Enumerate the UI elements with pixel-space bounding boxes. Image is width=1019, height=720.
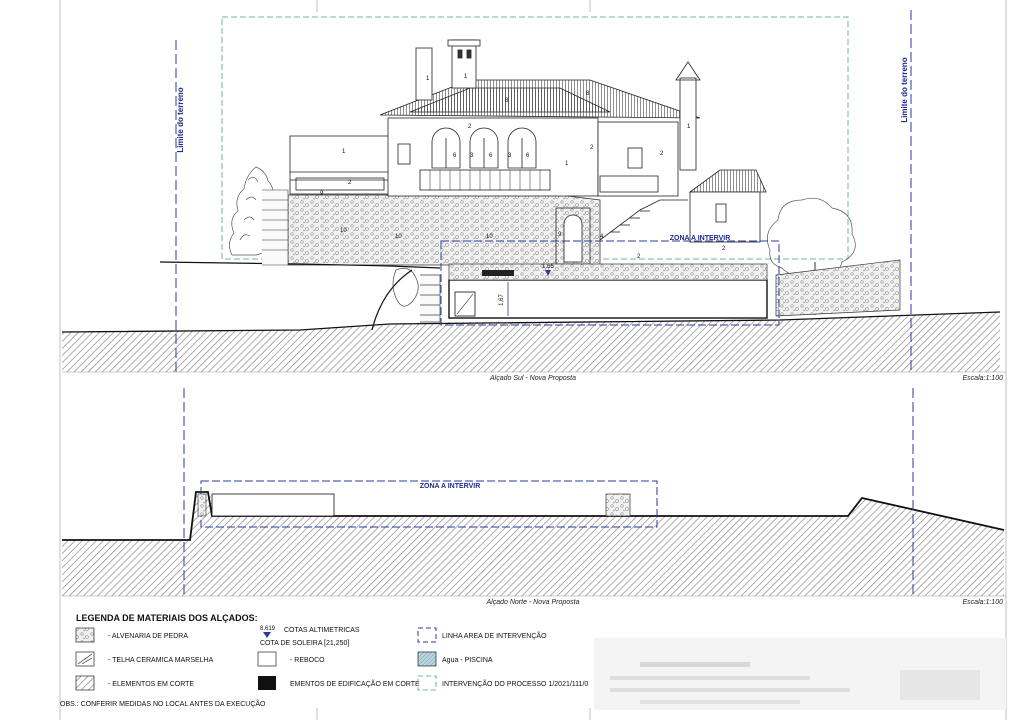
title-block-blurred (594, 638, 1006, 710)
pool-blue-zone (440, 240, 780, 326)
svg-text:9: 9 (320, 191, 324, 197)
north-caption: Alçado Norte - Nova Proposta (486, 599, 580, 606)
legend-water-swatch (417, 651, 437, 667)
level-marker-value: 1.65 (542, 264, 554, 270)
north-stone-pier (605, 493, 631, 517)
house-right-annex (599, 169, 767, 243)
legend-title: LEGENDA DE MATERIAIS DOS ALÇADOS: (76, 613, 258, 623)
level-marker-triangle (545, 270, 551, 276)
limit-label-right: Limite do terreno (900, 57, 909, 122)
svg-text:9: 9 (558, 232, 562, 238)
legend: LEGENDA DE MATERIAIS DOS ALÇADOS: - ALVE… (75, 613, 588, 691)
retaining-wall-stone (287, 194, 601, 266)
limit-label-left: Limite do terreno (176, 87, 185, 152)
svg-text:8: 8 (586, 91, 590, 97)
legend-cut-label: - ELEMENTOS EM CORTE (108, 681, 194, 688)
legend-level-value: 8.619 (260, 626, 276, 632)
house-main (379, 39, 701, 197)
svg-text:4: 4 (600, 234, 604, 240)
svg-text:6: 6 (453, 153, 457, 159)
svg-text:1: 1 (426, 76, 430, 82)
svg-text:10: 10 (395, 234, 402, 240)
legend-render-label: - REBOCO (290, 657, 325, 664)
south-elevation: Limite do terreno Limite do terreno (61, 10, 1006, 382)
svg-text:1: 1 (464, 74, 468, 80)
legend-level-triangle (263, 632, 271, 638)
north-scale: Escala:1:100 (963, 599, 1004, 606)
legend-tile-label: - TELHA CERAMICA MARSELHA (108, 657, 214, 664)
legend-render-swatch (257, 651, 277, 667)
arched-niche (555, 207, 591, 265)
pool-pump-box (454, 291, 476, 317)
svg-text:3: 3 (470, 153, 474, 159)
sheet-frame (59, 0, 1007, 720)
south-ground-line (61, 311, 1001, 333)
south-caption: Alçado Sul - Nova Proposta (489, 375, 576, 382)
pool-height-dim: 1,67 (499, 294, 505, 306)
legend-water-label: Agua - PISCINA (442, 657, 493, 664)
legend-soleira-label: COTA DE SOLEIRA [21,250] (260, 640, 349, 647)
svg-text:1: 1 (687, 124, 691, 130)
south-scale: Escala:1:100 (963, 375, 1004, 382)
north-pool-wall (211, 493, 335, 517)
svg-text:10: 10 (486, 234, 493, 240)
north-zone-label: ZONA A INTERVIR (420, 483, 481, 490)
svg-text:1: 1 (565, 161, 569, 167)
south-ground-hatch (62, 312, 1000, 372)
house-left-wing (289, 135, 391, 195)
rock-garden (392, 267, 441, 323)
stone-wall-right (775, 259, 901, 317)
legend-linearea-swatch (417, 627, 437, 643)
svg-text:1: 1 (342, 149, 346, 155)
north-ground-hatch (62, 492, 1004, 596)
legend-process-swatch (417, 675, 437, 691)
north-elevation: ZONA A INTERVIR Alçado Norte - Nova Prop… (62, 388, 1006, 606)
svg-text:2: 2 (468, 124, 472, 130)
svg-text:2: 2 (722, 246, 726, 252)
south-zone-label: ZONA A INTERVIR (670, 235, 731, 242)
svg-text:6: 6 (489, 153, 493, 159)
svg-text:2: 2 (590, 145, 594, 151)
north-ground-line (62, 491, 1005, 541)
stairs-left (262, 189, 289, 266)
pool-coping (448, 263, 768, 281)
svg-text:10: 10 (340, 228, 347, 234)
svg-text:8: 8 (505, 98, 509, 104)
svg-text:2: 2 (637, 254, 641, 260)
legend-cut-swatch (75, 675, 95, 691)
site-note: OBS.: CONFERIR MEDIDAS NO LOCAL ANTES DA… (60, 699, 266, 708)
legend-stone-swatch (75, 627, 95, 643)
legend-cutbuild-label: EMENTOS DE EDIFICAÇÃO EM CORTE (290, 679, 420, 688)
svg-text:2: 2 (660, 151, 664, 157)
pool-body (448, 279, 768, 319)
material-numbers: 1 2 9 10 10 10 2 8 8 1 1 1 6 6 6 3 3 1 2 2 2 2 9 4 (320, 74, 726, 260)
svg-text:2: 2 (348, 180, 352, 186)
legend-stone-label: - ALVENARIA DE PEDRA (108, 633, 188, 640)
svg-text:6: 6 (526, 153, 530, 159)
legend-level-label: COTAS ALTIMETRICAS (284, 627, 360, 634)
legend-linearea-label: LINHA AREA DE INTERVENÇÃO (442, 631, 547, 640)
legend-cutbuild-swatch (258, 676, 276, 690)
svg-text:3: 3 (508, 153, 512, 159)
legend-process-label: INTERVENÇÃO DO PROCESSO 1/2021/111/0 (442, 679, 588, 688)
